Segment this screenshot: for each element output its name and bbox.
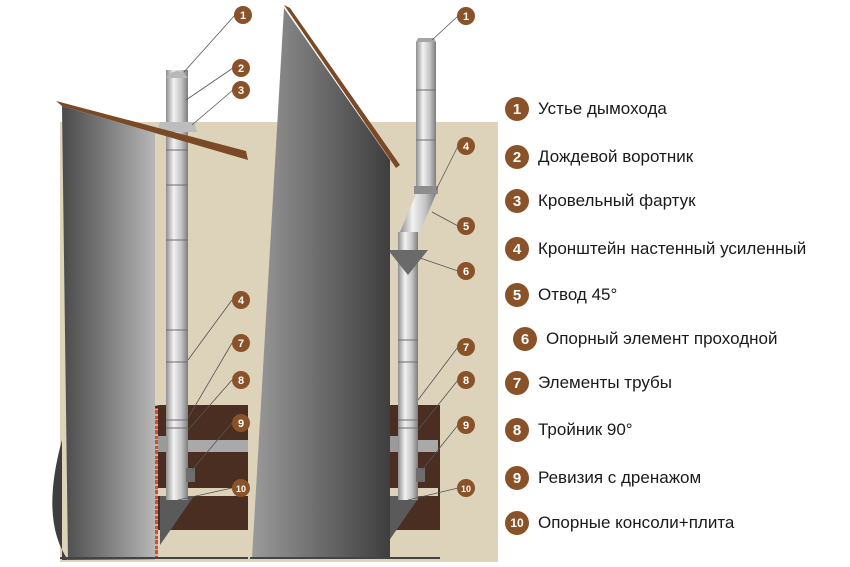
left-lower-slab [72,488,252,496]
legend-item-1: 1 Устье дымохода [505,94,667,124]
right-callout-number: 5 [463,221,469,233]
legend-label: Тройник 90° [538,420,633,439]
legend-number-badge: 9 [505,466,529,490]
legend-label: Опорные консоли+плита [538,513,735,532]
left-callout-badge-9 [232,414,250,432]
legend-label: Кровельный фартук [538,191,696,210]
left-callouts: 1 2 3 4 7 8 9 10 [232,6,252,497]
left-pipe-joints [166,149,188,429]
left-callout-number: 1 [240,10,246,22]
right-support-element [388,250,428,275]
right-callout-badge-6 [457,262,475,280]
right-support-console [386,496,420,545]
left-pipe [166,70,188,500]
left-chimney-cap [166,71,188,78]
legend-number-badge: 2 [505,145,529,169]
left-tee-branch [158,436,168,452]
legend-label: Отвод 45° [538,285,618,304]
left-wall-curve [52,440,68,560]
right-callout-number: 10 [461,484,471,494]
left-wall-plane [62,106,155,560]
right-callout-badge-10 [457,479,475,497]
right-revision-box [416,468,425,482]
left-callout-number: 10 [236,484,246,494]
legend-label: Ревизия с дренажом [538,468,702,487]
legend-label: Устье дымохода [538,99,667,118]
right-upper-pipe [416,42,436,194]
left-callout-number: 9 [238,418,244,430]
legend-item-3: 3 Кровельный фартук [505,186,696,216]
legend-label: Элементы трубы [538,373,672,392]
right-wall-bracket [414,186,438,194]
legend-number-badge: 3 [505,189,529,213]
right-pipe-joints [398,89,436,429]
right-callout-number: 6 [463,266,469,278]
legend-number-badge: 6 [513,327,537,351]
left-callout-badge-10 [232,479,250,497]
left-scene [52,70,255,562]
right-callout-badge-5 [457,217,475,235]
right-roof [284,5,400,168]
legend-item-2: 2 Дождевой воротник [505,142,693,172]
legend-item-6: 6 Опорный элемент проходной [513,324,777,354]
left-support-console [160,496,194,545]
left-callout-badge-8 [232,371,250,389]
right-callout-leaders [407,15,459,501]
legend-item-5: 5 Отвод 45° [505,280,617,310]
legend-number-badge: 1 [505,97,529,121]
legend-number-badge: 7 [505,371,529,395]
left-callout-number: 2 [238,63,244,75]
right-callout-number: 8 [463,375,469,387]
right-wall-plane [252,8,390,558]
left-revision-box [186,468,195,482]
legend-item-10: 10 Опорные консоли+плита [505,508,734,538]
legend-number-badge: 4 [505,237,529,261]
right-lower-pipe [398,232,418,500]
left-callout-number: 7 [238,338,244,350]
left-callout-badge-3 [232,81,250,99]
legend-item-4: 4 Кронштейн настенный усиленный [505,234,806,264]
left-rain-collar [157,122,197,132]
legend-item-8: 8 Тройник 90° [505,415,633,445]
legend-number-badge: 5 [505,283,529,307]
right-elbow-45 [400,194,436,232]
left-callout-badge-1 [234,6,252,24]
chimney-diagram: 1 2 3 4 7 8 9 10 1 4 5 6 7 8 9 10 [52,5,498,562]
right-callout-number: 4 [463,141,470,153]
left-callout-leaders [177,14,236,501]
left-callout-badge-2 [232,59,250,77]
right-callout-badge-7 [457,338,475,356]
right-chimney-cap [416,38,436,42]
right-callout-badge-8 [457,371,475,389]
right-callout-badge-1 [457,7,475,25]
legend-label: Дождевой воротник [538,147,694,166]
right-callout-number: 7 [463,342,469,354]
legend: 1 Устье дымохода 2 Дождевой воротник 3 Кровел… [505,0,850,567]
right-callout-number: 1 [463,11,469,23]
legend-label: Опорный элемент проходной [546,329,778,348]
left-callout-number: 8 [238,375,244,387]
right-callout-badge-4 [457,137,475,155]
legend-item-7: 7 Элементы трубы [505,368,672,398]
right-callout-badge-9 [457,416,475,434]
left-callout-badge-7 [232,334,250,352]
legend-label: Кронштейн настенный усиленный [538,239,807,258]
right-callouts: 1 4 5 6 7 8 9 10 [457,7,475,497]
left-callout-number: 4 [238,295,245,307]
left-callout-badge-4 [232,291,250,309]
left-roof [56,101,248,160]
right-callout-number: 9 [463,420,469,432]
legend-item-9: 9 Ревизия с дренажом [505,463,701,493]
right-scene [248,5,498,562]
left-callout-number: 3 [238,85,244,97]
legend-number-badge: 10 [505,511,529,535]
legend-number-badge: 8 [505,418,529,442]
